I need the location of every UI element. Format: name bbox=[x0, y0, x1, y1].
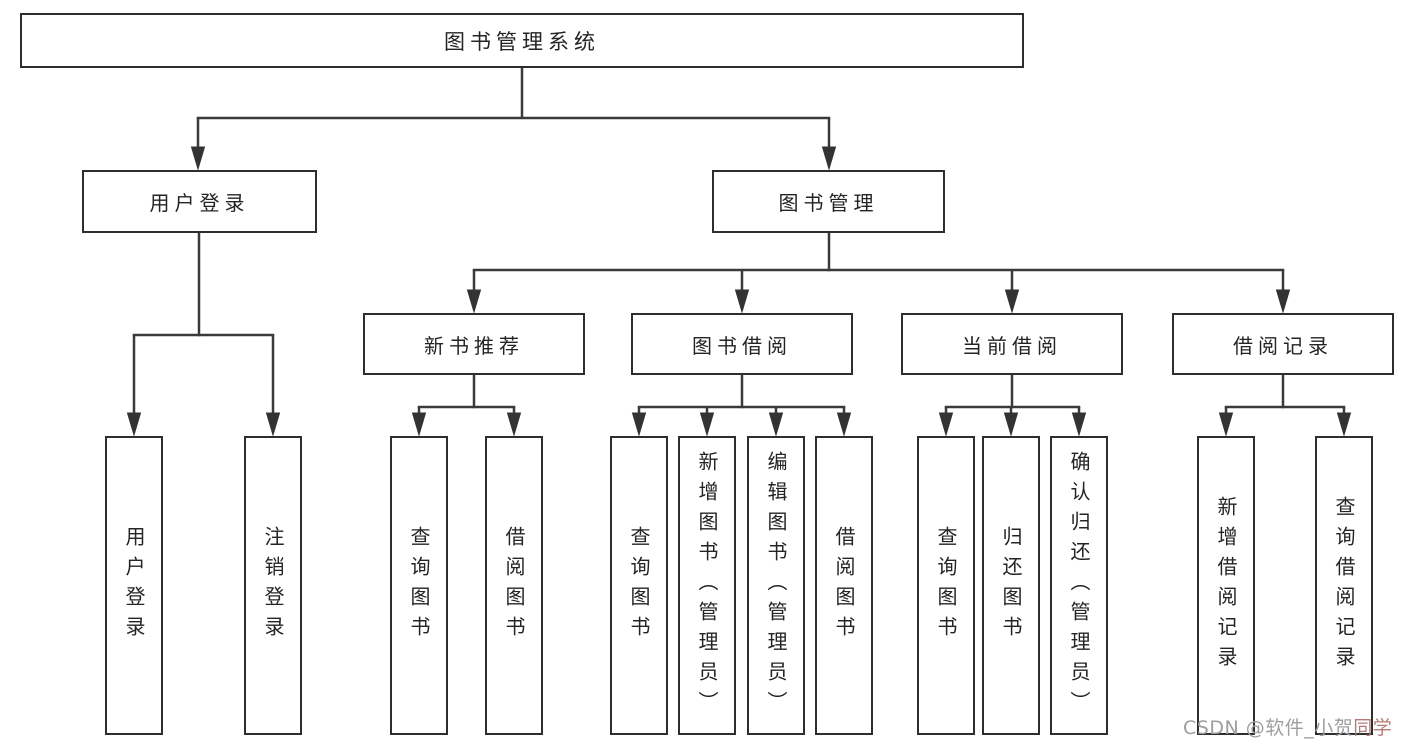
node-book-borrow: 图书借阅 bbox=[631, 313, 853, 375]
node-current-borrow-label: 当前借阅 bbox=[962, 333, 1062, 358]
leaf-nbr-query-book: 查询图书 bbox=[390, 436, 448, 735]
leaf-cb-confirm-return-label: 确认归还（管理员） bbox=[1067, 450, 1091, 721]
leaf-bb-edit-book: 编辑图书（管理员） bbox=[747, 436, 805, 735]
leaf-nbr-borrow-book-label: 借阅图书 bbox=[502, 525, 526, 646]
node-book-mgmt-label: 图书管理 bbox=[778, 191, 879, 215]
leaf-cb-confirm-return: 确认归还（管理员） bbox=[1050, 436, 1108, 735]
watermark-accent-text: 同学 bbox=[1353, 717, 1393, 739]
watermark: CSDN @软件_小贺同学 bbox=[1183, 713, 1392, 740]
leaf-br-add-record: 新增借阅记录 bbox=[1197, 436, 1255, 735]
leaf-cb-return-book: 归还图书 bbox=[982, 436, 1040, 735]
leaf-bb-add-book: 新增图书（管理员） bbox=[678, 436, 736, 735]
leaf-bb-borrow-book-label: 借阅图书 bbox=[832, 525, 856, 646]
leaf-bb-edit-book-label: 编辑图书（管理员） bbox=[764, 450, 788, 721]
leaf-br-query-record-label: 查询借阅记录 bbox=[1332, 495, 1356, 676]
leaf-logout: 注销登录 bbox=[244, 436, 302, 735]
node-book-borrow-label: 图书借阅 bbox=[692, 333, 792, 358]
leaf-nbr-query-book-label: 查询图书 bbox=[407, 525, 431, 646]
node-borrow-record-label: 借阅记录 bbox=[1233, 333, 1333, 358]
leaf-bb-query-book-label: 查询图书 bbox=[627, 525, 651, 646]
leaf-br-add-record-label: 新增借阅记录 bbox=[1214, 495, 1238, 676]
leaf-cb-query-book: 查询图书 bbox=[917, 436, 975, 735]
node-user-login-label: 用户登录 bbox=[149, 191, 250, 215]
node-new-book-rec: 新书推荐 bbox=[363, 313, 585, 375]
leaf-bb-borrow-book: 借阅图书 bbox=[815, 436, 873, 735]
node-borrow-record: 借阅记录 bbox=[1172, 313, 1394, 375]
watermark-text: CSDN @软件_小贺 bbox=[1183, 717, 1354, 739]
leaf-nbr-borrow-book: 借阅图书 bbox=[485, 436, 543, 735]
node-root: 图书管理系统 bbox=[20, 13, 1024, 68]
leaf-user-login: 用户登录 bbox=[105, 436, 163, 735]
node-current-borrow: 当前借阅 bbox=[901, 313, 1123, 375]
leaf-bb-query-book: 查询图书 bbox=[610, 436, 668, 735]
leaf-logout-label: 注销登录 bbox=[261, 525, 285, 646]
node-user-login: 用户登录 bbox=[82, 170, 317, 233]
leaf-cb-query-book-label: 查询图书 bbox=[934, 525, 958, 646]
leaf-br-query-record: 查询借阅记录 bbox=[1315, 436, 1373, 735]
node-book-mgmt: 图书管理 bbox=[712, 170, 945, 233]
leaf-bb-add-book-label: 新增图书（管理员） bbox=[695, 450, 719, 721]
leaf-cb-return-book-label: 归还图书 bbox=[999, 525, 1023, 646]
node-new-book-rec-label: 新书推荐 bbox=[424, 333, 524, 358]
leaf-user-login-label: 用户登录 bbox=[122, 525, 146, 646]
node-root-label: 图书管理系统 bbox=[444, 29, 600, 54]
